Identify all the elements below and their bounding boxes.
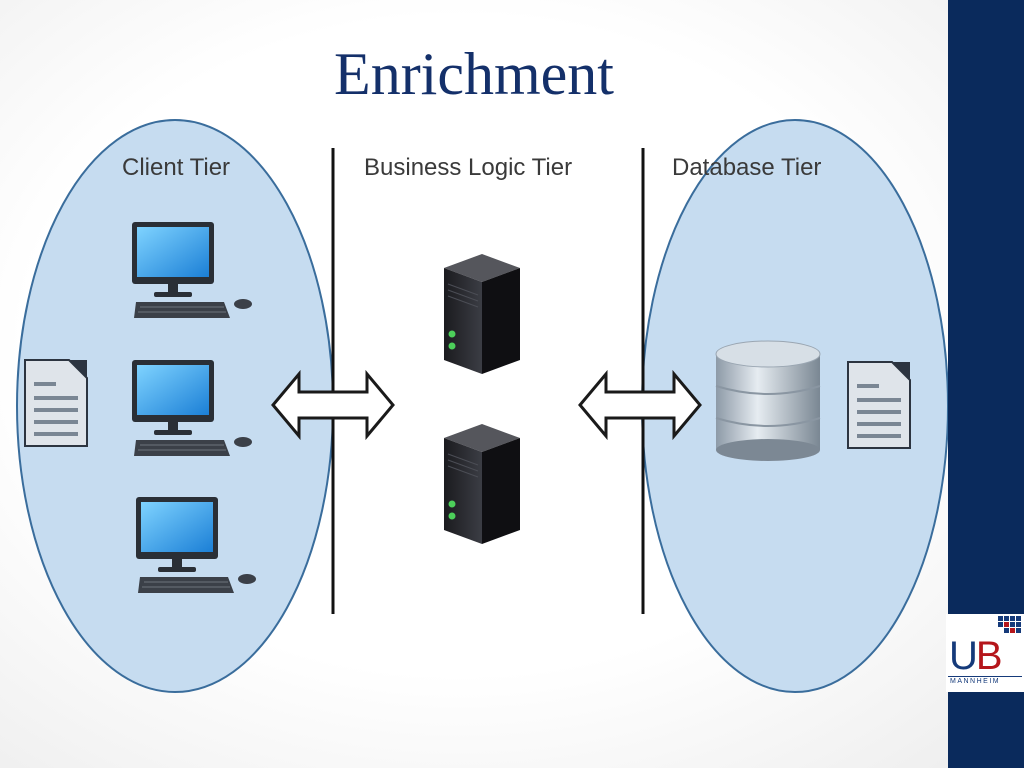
server-icon [443, 423, 521, 545]
ub-mannheim-logo: UB MANNHEIM [946, 614, 1024, 692]
server-icon [443, 253, 521, 375]
client-tier-label: Client Tier [122, 154, 231, 181]
logo-initial-b: B [975, 634, 1003, 678]
database-tier-label: Database Tier [672, 154, 822, 181]
slide-title: Enrichment [334, 41, 614, 107]
double-arrow-icon [578, 372, 702, 438]
logo-initial-u: U [949, 634, 978, 678]
logo-initials: UB [949, 634, 1003, 678]
document-icon [24, 359, 88, 447]
document-icon [847, 361, 911, 449]
logo-grid-icon [998, 616, 1021, 633]
tier-diagram [16, 119, 948, 693]
logo-rule [948, 676, 1022, 677]
database-icon [715, 340, 821, 461]
business-logic-tier-label: Business Logic Tier [364, 154, 573, 181]
logo-subtitle: MANNHEIM [950, 678, 1001, 685]
